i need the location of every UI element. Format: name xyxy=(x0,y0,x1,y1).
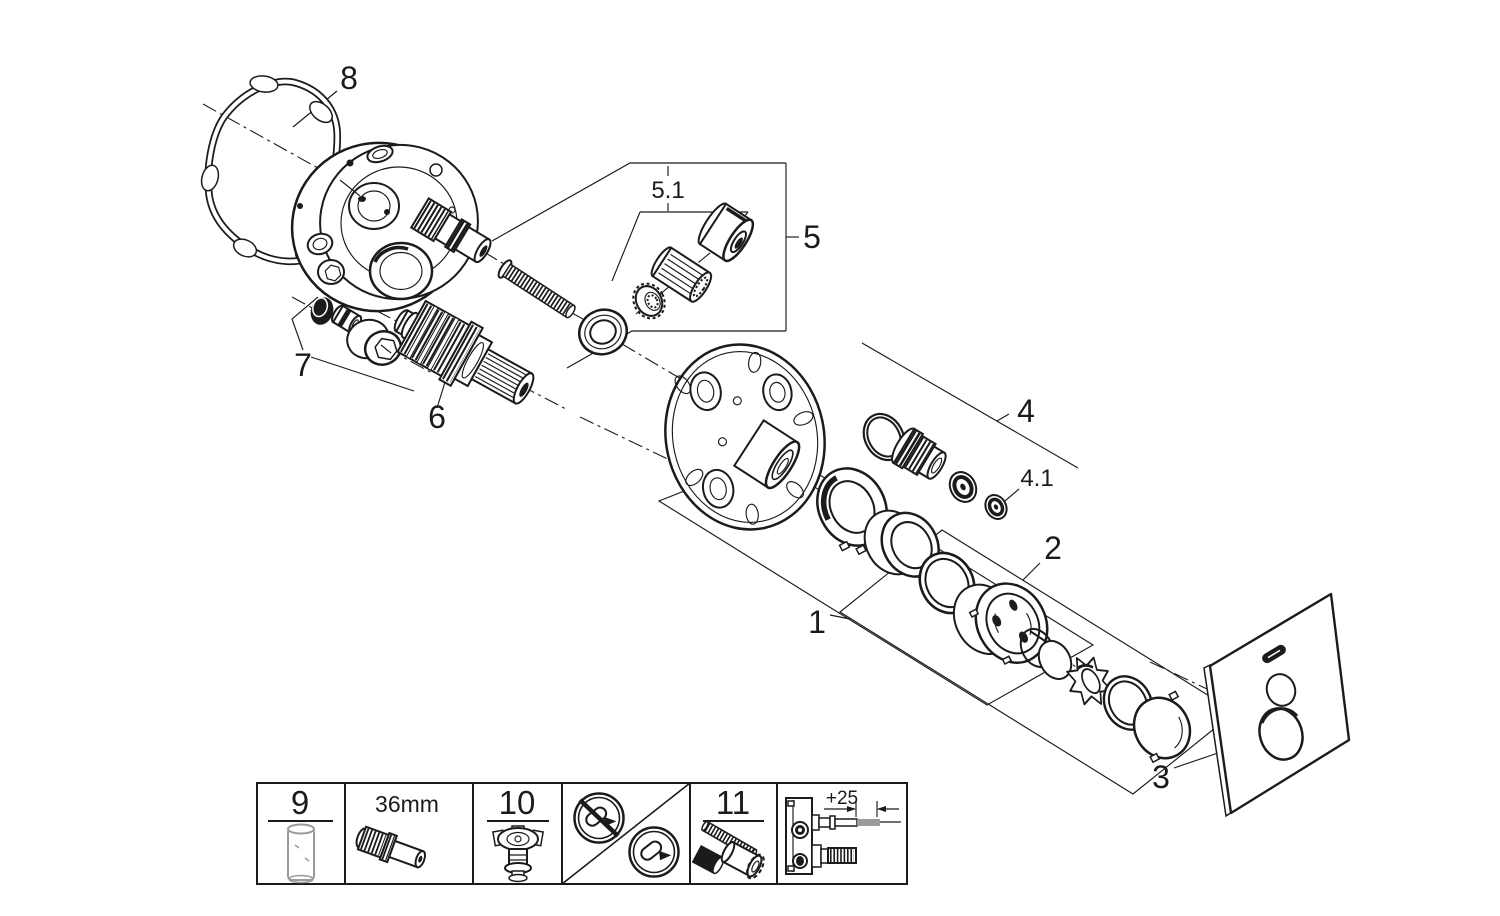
rough-in-valve-body xyxy=(290,141,492,313)
legend-cell-offset: +25 xyxy=(785,788,901,875)
plug-set xyxy=(310,297,403,366)
callout-8: 8 xyxy=(340,60,358,96)
legend-cell-36mm: 36mm xyxy=(355,791,439,869)
spline-sleeve xyxy=(650,246,713,303)
function-housing xyxy=(952,582,1049,666)
legend-cell-11: 11 xyxy=(691,784,765,880)
legend-number-9: 9 xyxy=(291,784,309,821)
cap-plug xyxy=(310,297,334,325)
washer-4-1 xyxy=(984,494,1008,520)
callout-5: 5 xyxy=(803,219,821,255)
callout-3: 3 xyxy=(1152,759,1170,795)
legend-number-10: 10 xyxy=(499,784,536,821)
extension-grey-bar xyxy=(857,819,880,826)
wall-plate xyxy=(1203,592,1351,818)
callout-2: 2 xyxy=(1044,530,1062,566)
callout-1: 1 xyxy=(808,604,826,640)
extension-kit-icon xyxy=(691,820,765,880)
adapter-set xyxy=(862,412,1008,520)
carrier-plate xyxy=(664,343,826,531)
callout-labels: 8 5.1 5 7 6 4 4.1 2 1 3 xyxy=(294,60,1170,795)
callout-4-1: 4.1 xyxy=(1020,465,1053,492)
legend-label-36mm: 36mm xyxy=(375,791,439,817)
trim-chain xyxy=(816,467,1192,764)
grohe-badge xyxy=(1262,644,1286,664)
legend-table: 9 36mm xyxy=(256,782,908,885)
seal-ring xyxy=(578,308,628,356)
legend-cell-10: 10 xyxy=(487,784,549,883)
legend-dimension-25: +25 xyxy=(826,788,858,809)
callout-6: 6 xyxy=(428,399,446,435)
spline-adapter xyxy=(891,427,947,480)
end-cap xyxy=(1132,690,1192,764)
spacer-sleeve-icon xyxy=(287,823,315,884)
valve-side-view-icon xyxy=(785,797,901,875)
callout-4: 4 xyxy=(1017,393,1035,429)
plate-boss xyxy=(732,418,801,490)
small-handle-hole xyxy=(1265,673,1297,707)
spline-nut xyxy=(632,282,666,320)
mounting-tool-icon xyxy=(491,825,545,883)
prohibited-orientation-icon xyxy=(573,792,625,844)
adjustment-screw xyxy=(497,259,576,319)
offset-dimension: +25 xyxy=(824,788,899,817)
callout-7: 7 xyxy=(294,347,312,383)
extension-set xyxy=(632,202,755,320)
piston-cylinder xyxy=(1019,627,1073,681)
allowed-orientation-icon xyxy=(628,826,680,878)
grooved-washer xyxy=(948,471,978,503)
legend-number-11: 11 xyxy=(716,784,750,821)
callout-5-1: 5.1 xyxy=(651,177,684,204)
legend-cell-orientation xyxy=(561,782,691,885)
hex-plug xyxy=(346,318,403,366)
thermostatic-cartridge xyxy=(393,299,535,405)
legend-cell-9: 9 xyxy=(268,784,333,884)
valve-spindle xyxy=(409,197,492,264)
cartridge-36mm-icon xyxy=(355,825,427,869)
spacer-sleeve-ring xyxy=(863,509,940,578)
extension-cap xyxy=(697,202,755,263)
